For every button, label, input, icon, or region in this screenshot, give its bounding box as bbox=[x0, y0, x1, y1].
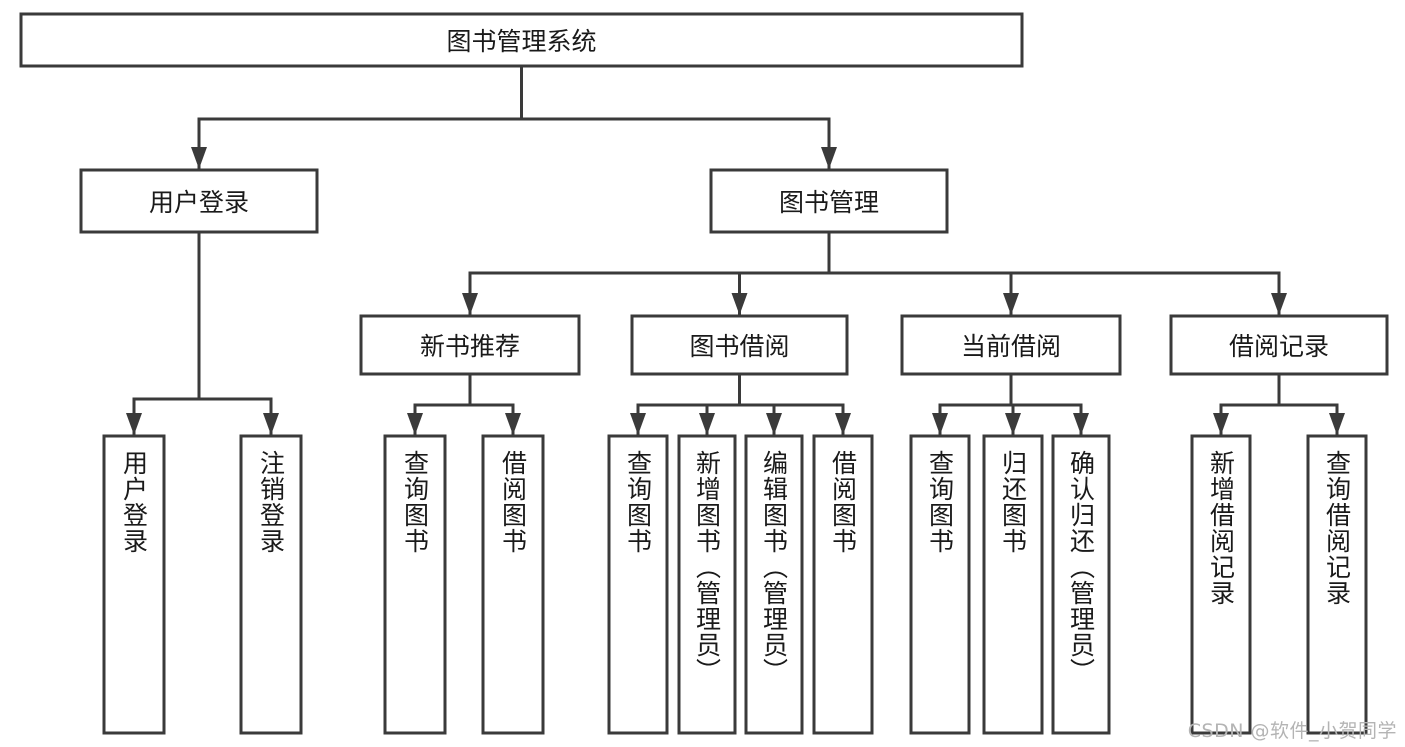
node-box-borrow-book-2[interactable] bbox=[812, 434, 874, 735]
node-box-edit-book[interactable] bbox=[744, 434, 804, 735]
node-box-add-book[interactable] bbox=[677, 434, 737, 735]
arrow-head-icon bbox=[766, 413, 782, 435]
node-box-user-login[interactable] bbox=[79, 168, 319, 234]
edges-layer bbox=[126, 64, 1345, 437]
node-box-return-book[interactable] bbox=[982, 434, 1044, 735]
node-box-root[interactable] bbox=[19, 12, 1024, 68]
node-box-book-manage[interactable] bbox=[709, 168, 949, 234]
arrow-head-icon bbox=[731, 293, 748, 315]
node-box-query-book-2[interactable] bbox=[607, 434, 669, 735]
node-box-query-book-1[interactable] bbox=[383, 434, 447, 735]
node-box-add-record[interactable] bbox=[1190, 434, 1252, 735]
node-box-user-login[interactable] bbox=[102, 434, 166, 735]
node-box-book-borrow[interactable] bbox=[630, 314, 849, 376]
arrow-head-icon bbox=[1005, 413, 1021, 435]
arrow-head-icon bbox=[1003, 293, 1019, 315]
arrow-head-icon bbox=[835, 413, 851, 435]
arrow-head-icon bbox=[932, 413, 948, 435]
node-box-new-book-rec[interactable] bbox=[359, 314, 581, 376]
arrow-head-icon bbox=[126, 413, 142, 435]
arrow-head-icon bbox=[1329, 413, 1345, 435]
node-box-borrow-book-1[interactable] bbox=[481, 434, 545, 735]
arrow-head-icon bbox=[1213, 413, 1229, 435]
arrow-head-icon bbox=[699, 413, 715, 435]
arrow-head-icon bbox=[505, 413, 521, 435]
node-box-logout[interactable] bbox=[239, 434, 303, 735]
node-box-borrow-record[interactable] bbox=[1169, 314, 1389, 376]
arrow-head-icon bbox=[191, 147, 207, 169]
arrow-head-icon bbox=[263, 413, 279, 435]
arrow-head-icon bbox=[821, 147, 837, 169]
arrow-head-icon bbox=[1271, 293, 1287, 315]
node-box-current-borrow[interactable] bbox=[900, 314, 1122, 376]
arrow-head-icon bbox=[1073, 413, 1089, 435]
node-box-confirm-return[interactable] bbox=[1051, 434, 1111, 735]
arrow-head-icon bbox=[630, 413, 646, 435]
arrow-head-icon bbox=[462, 293, 478, 315]
watermark-text: CSDN @软件_小贺同学 bbox=[1187, 720, 1397, 742]
nodes-layer bbox=[19, 12, 1389, 735]
arrow-head-icon bbox=[407, 413, 423, 435]
node-box-query-book-3[interactable] bbox=[909, 434, 971, 735]
node-box-query-record[interactable] bbox=[1306, 434, 1368, 735]
